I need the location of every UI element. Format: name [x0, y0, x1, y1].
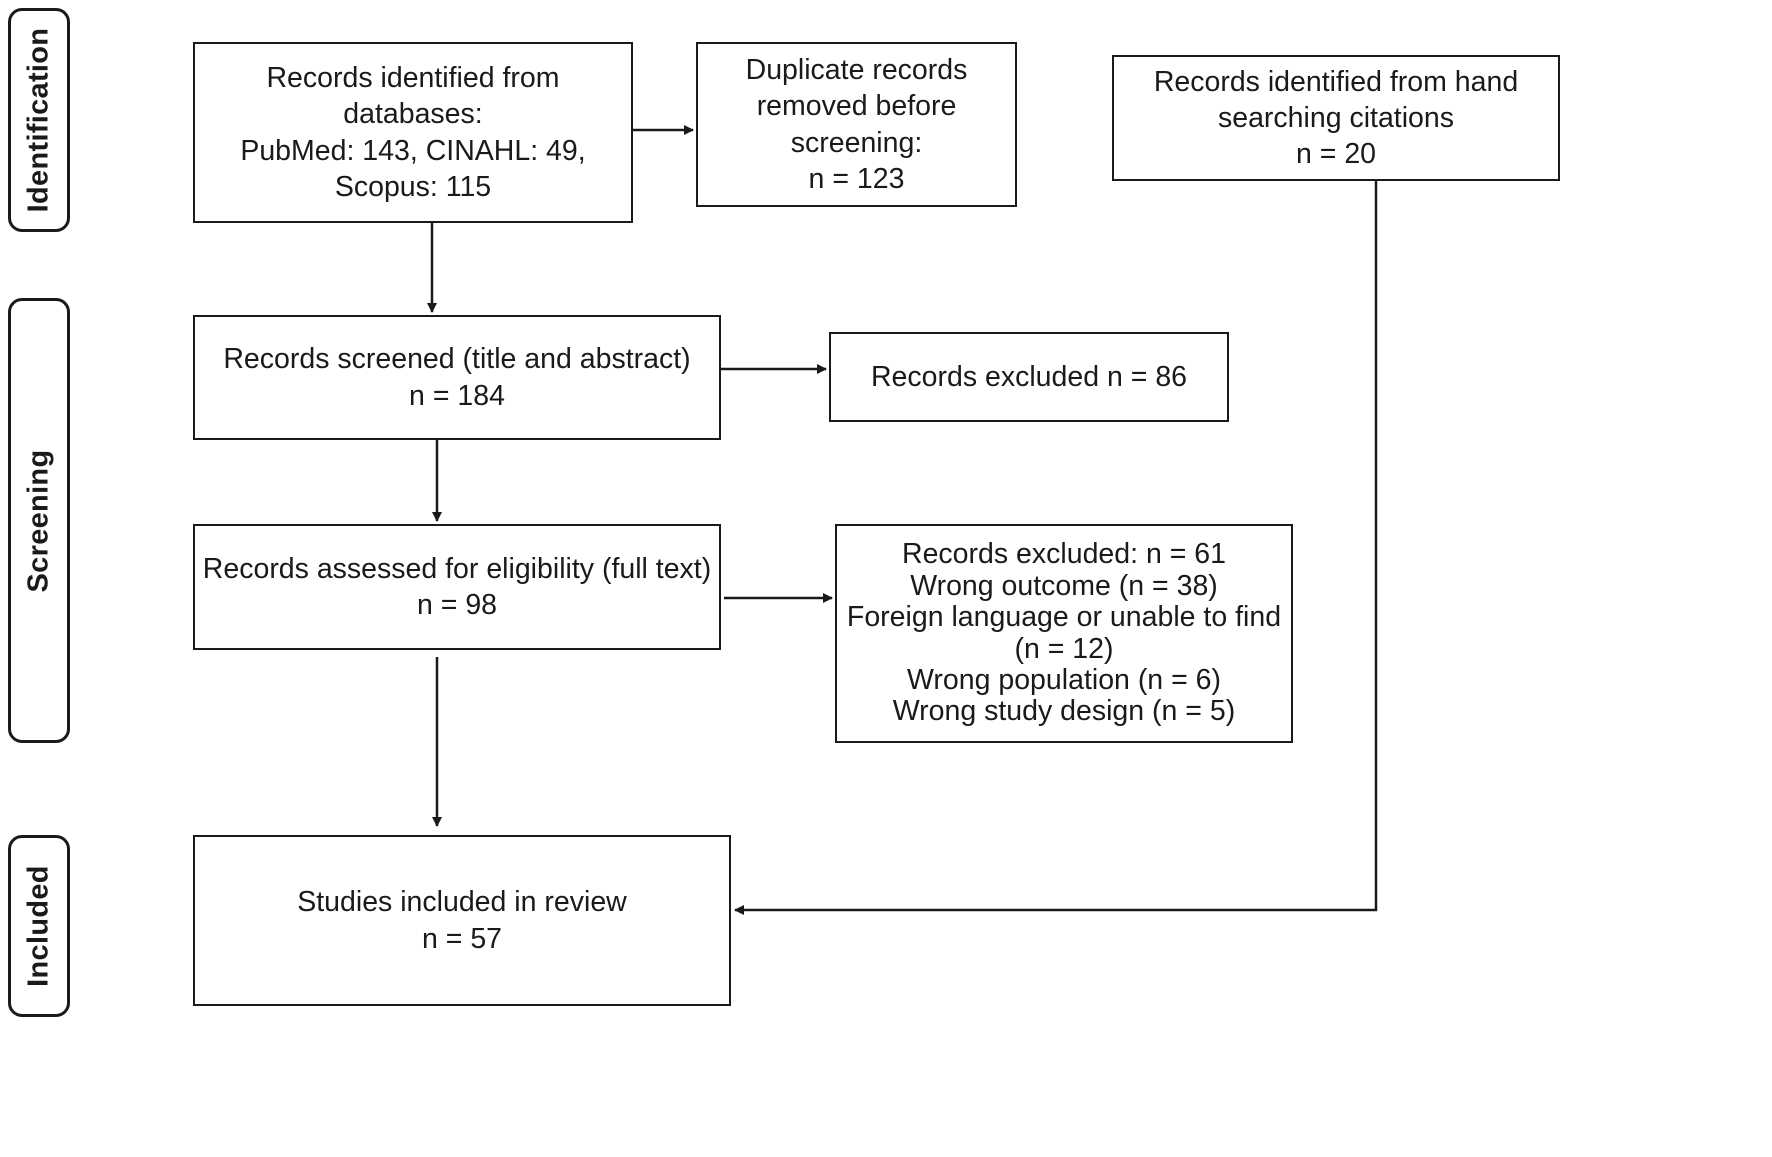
box-text-line: n = 98 [416, 589, 498, 621]
box-text-line: PubMed: 143, CINAHL: 49, [240, 134, 586, 167]
records-screened-box: Records screened (title and abstract) n … [193, 315, 721, 440]
box-text-line: Wrong study design (n = 5) [892, 695, 1236, 728]
box-text-line: n = 20 [1295, 138, 1377, 171]
phase-screening: Screening [8, 298, 70, 743]
hand-search-box: Records identified from hand searching c… [1112, 55, 1560, 181]
box-text-line: searching citations [1217, 101, 1455, 134]
box-text-line: (n = 12) [1014, 632, 1114, 665]
box-text-line: n = 184 [409, 379, 505, 412]
records-identified-box: Records identified from databases: PubMe… [193, 42, 633, 223]
box-text-line: removed before [756, 90, 957, 123]
box-text-line: Records excluded n = 86 [870, 360, 1188, 393]
box-text-line: Records identified from hand [1153, 65, 1519, 98]
box-text-line: Wrong outcome (n = 38) [910, 569, 1218, 602]
box-text-line: n = 57 [421, 922, 503, 955]
phase-included: Included [8, 835, 70, 1017]
records-excluded-box: Records excluded n = 86 [829, 332, 1229, 422]
box-text-line: Scopus: 115 [334, 170, 492, 203]
box-text-line: Records screened (title and abstract) [223, 343, 691, 376]
full-text-assessed-box: Records assessed for eligibility (full t… [193, 524, 721, 650]
box-text-line: Duplicate records [745, 54, 968, 87]
phase-identification: Identification [8, 8, 70, 232]
box-text-line: Wrong population (n = 6) [907, 663, 1221, 696]
duplicates-removed-box: Duplicate records removed before screeni… [696, 42, 1017, 207]
box-text-line: Records excluded: n = 61 [902, 538, 1226, 571]
box-text-line: n = 123 [808, 162, 905, 195]
full-text-excluded-box: Records excluded: n = 61 Wrong outcome (… [835, 524, 1293, 743]
box-text-line: Records assessed for eligibility (full t… [202, 552, 712, 585]
arrow-hand-search-to-included [734, 181, 1378, 915]
studies-included-box: Studies included in review n = 57 [193, 835, 731, 1006]
box-text-line: screening: [790, 126, 923, 159]
box-text-line: Studies included in review [297, 886, 627, 919]
box-text-line: Foreign language or unable to find [846, 601, 1282, 634]
box-text-line: Records identified from [266, 62, 560, 95]
box-text-line: databases: [343, 98, 483, 131]
